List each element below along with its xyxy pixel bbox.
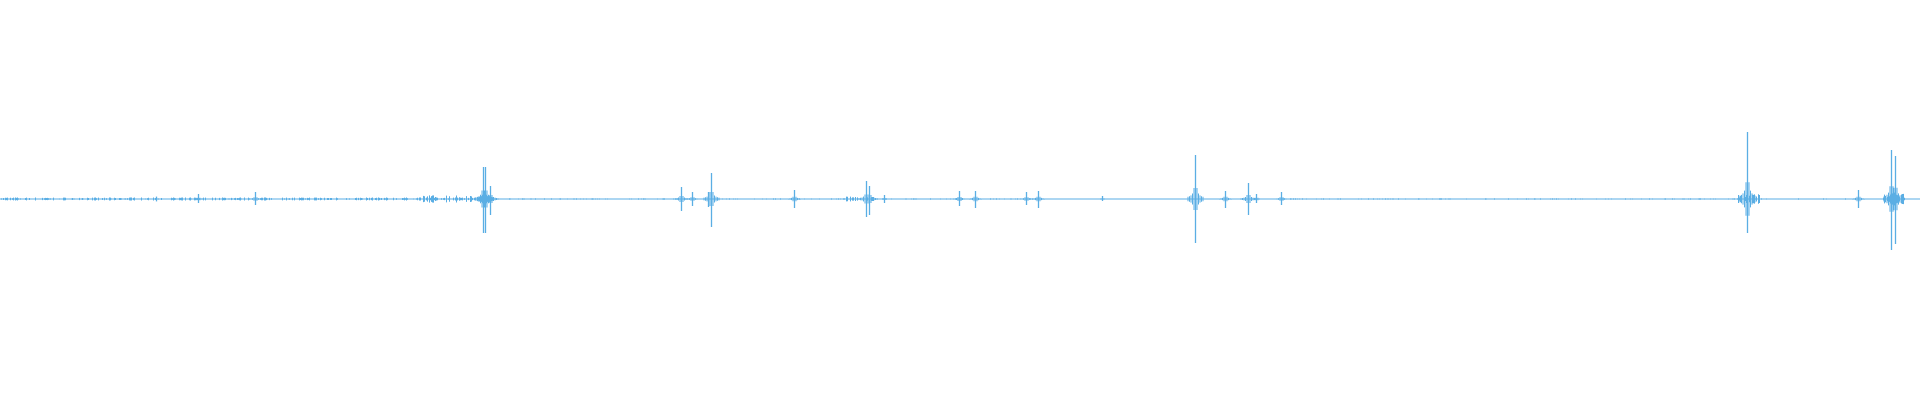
waveform-peaks	[148, 132, 1904, 250]
